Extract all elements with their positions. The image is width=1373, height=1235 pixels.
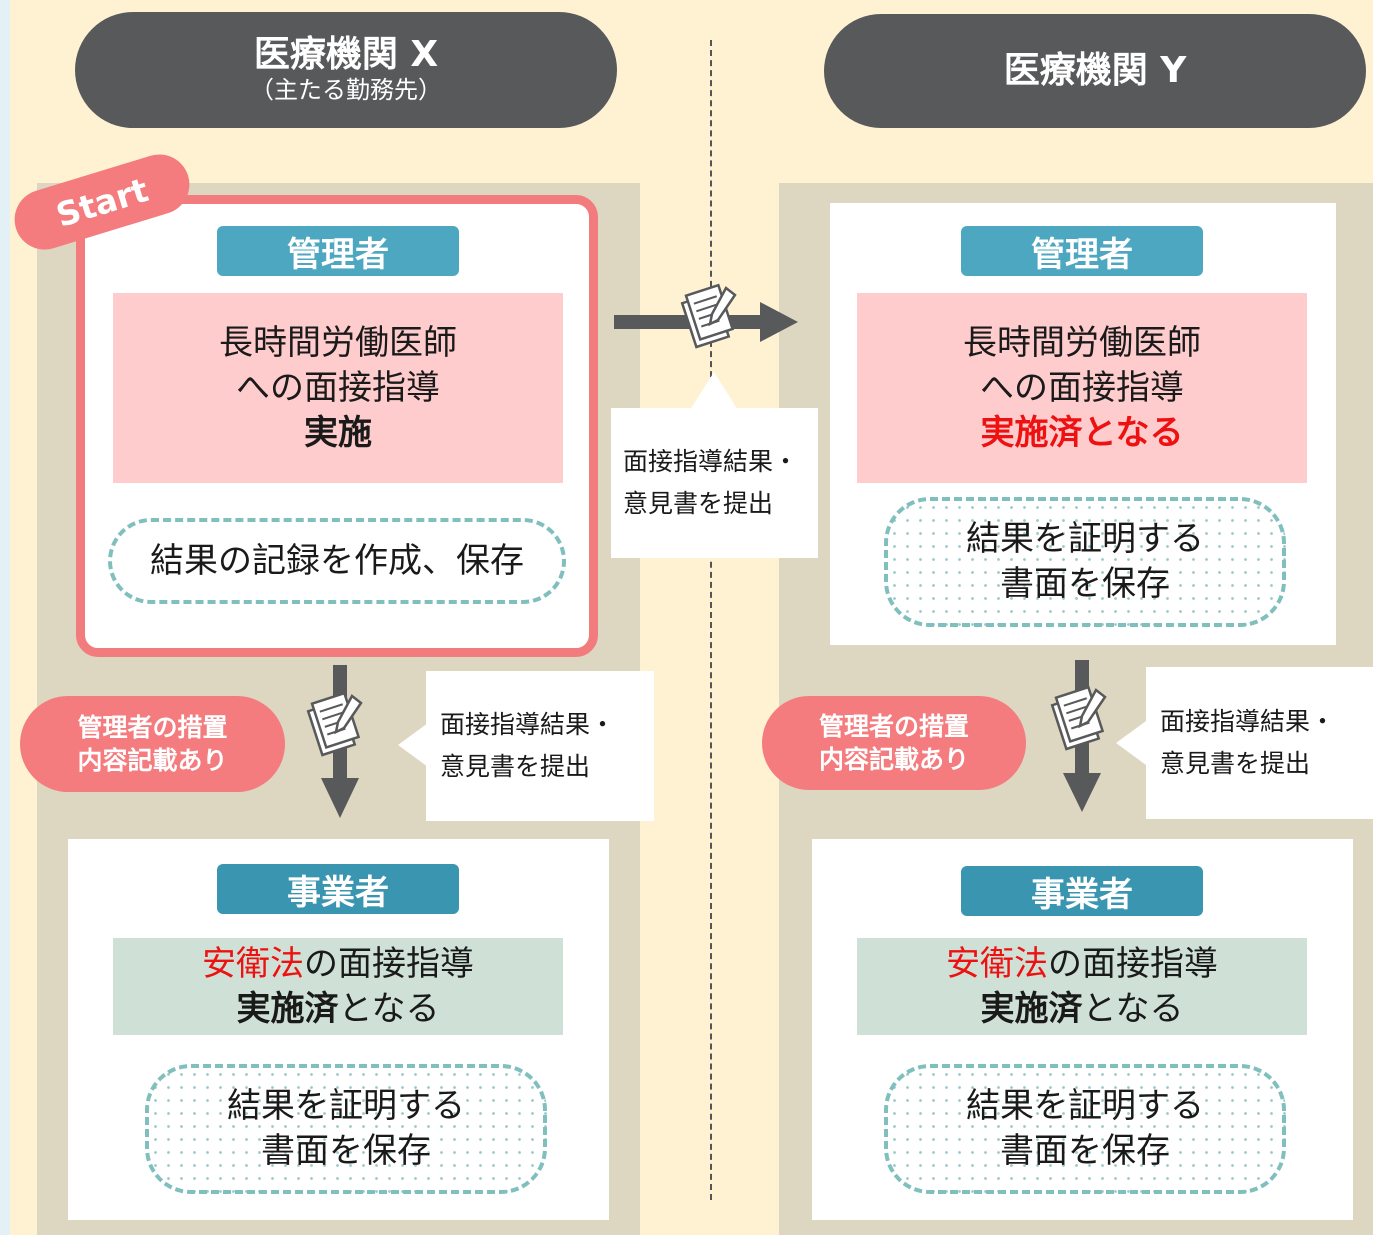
done-bold: 実施済 [980, 988, 1083, 1029]
document-pen-icon [306, 691, 363, 757]
employer-role-label-x: 事業者 [217, 864, 459, 914]
proof-note-employer-y: 結果を証明する 書面を保存 [884, 1064, 1286, 1194]
measure-badge-x: 管理者の措置 内容記載あり [20, 696, 285, 792]
callout-line2: 意見書を提出 [440, 752, 591, 781]
status-line2: 実施済となる [113, 987, 563, 1032]
note-line1: 結果を証明する [966, 1086, 1204, 1126]
callout-pointer-y [1116, 721, 1146, 765]
header-institution-x: 医療機関 X （主たる勤務先） [75, 12, 617, 128]
action-line3: 実施 [304, 412, 372, 453]
submission-callout-y: 面接指導結果・ 意見書を提出 [1146, 667, 1373, 819]
manager-role-label-x: 管理者 [217, 226, 459, 276]
action-line2: への面接指導 [236, 367, 440, 408]
callout-line1: 面接指導結果・ [440, 710, 616, 739]
badge-line1: 管理者の措置 [818, 712, 969, 741]
status-line2: 実施済となる [857, 987, 1307, 1032]
proof-note-employer-x: 結果を証明する 書面を保存 [145, 1064, 547, 1194]
badge-line1: 管理者の措置 [77, 713, 228, 742]
action-line2: への面接指導 [980, 367, 1184, 408]
header-institution-y: 医療機関 Y [824, 14, 1366, 128]
badge-line2: 内容記載あり [77, 746, 228, 775]
action-line3: 実施済となる [980, 412, 1184, 453]
law-name: 安衛法 [946, 943, 1048, 984]
proof-note-manager-y: 結果を証明する 書面を保存 [884, 497, 1286, 627]
callout-line1: 面接指導結果・ [623, 447, 799, 476]
center-divider [710, 40, 712, 1200]
law-name: 安衛法 [202, 943, 304, 984]
employer-status-box-x: 安衛法の面接指導 実施済となる [113, 938, 563, 1035]
manager-role-label-y: 管理者 [961, 226, 1203, 276]
note-line2: 書面を保存 [1000, 564, 1170, 604]
note-line1: 結果を証明する [227, 1086, 465, 1126]
callout-line2: 意見書を提出 [1160, 749, 1311, 778]
done-bold: 実施済 [236, 988, 339, 1029]
action-line1: 長時間労働医師 [219, 322, 457, 363]
manager-action-box-x: 長時間労働医師 への面接指導 実施 [113, 293, 563, 483]
law-suffix: の面接指導 [304, 943, 474, 984]
left-edge-strip [0, 0, 10, 1235]
badge-line2: 内容記載あり [818, 745, 969, 774]
note-line1: 結果を証明する [966, 519, 1204, 559]
law-suffix: の面接指導 [1048, 943, 1218, 984]
done-suffix: となる [338, 988, 440, 1029]
institution-y-title: 医療機関 Y [1003, 50, 1187, 92]
action-line1: 長時間労働医師 [963, 322, 1201, 363]
callout-pointer-x [398, 723, 428, 767]
submission-callout-center: 面接指導結果・ 意見書を提出 [611, 408, 818, 558]
manager-action-box-y: 長時間労働医師 への面接指導 実施済となる [857, 293, 1307, 483]
submission-callout-x: 面接指導結果・ 意見書を提出 [426, 671, 654, 821]
record-note-text: 結果の記録を作成、保存 [150, 540, 524, 581]
employer-role-label-y: 事業者 [961, 866, 1203, 916]
note-line2: 書面を保存 [1000, 1131, 1170, 1171]
employer-status-box-y: 安衛法の面接指導 実施済となる [857, 938, 1307, 1035]
document-pen-icon [680, 283, 737, 349]
institution-x-title: 医療機関 X [253, 33, 439, 75]
record-note-x: 結果の記録を作成、保存 [108, 518, 566, 604]
callout-line2: 意見書を提出 [623, 489, 774, 518]
status-line1: 安衛法の面接指導 [857, 942, 1307, 987]
done-suffix: となる [1082, 988, 1184, 1029]
note-line2: 書面を保存 [261, 1131, 431, 1171]
measure-badge-y: 管理者の措置 内容記載あり [762, 696, 1026, 790]
callout-line1: 面接指導結果・ [1160, 707, 1336, 736]
callout-pointer-center [690, 372, 738, 410]
institution-x-subtitle: （主たる勤務先） [250, 76, 442, 105]
status-line1: 安衛法の面接指導 [113, 942, 563, 987]
document-pen-icon [1050, 685, 1107, 751]
